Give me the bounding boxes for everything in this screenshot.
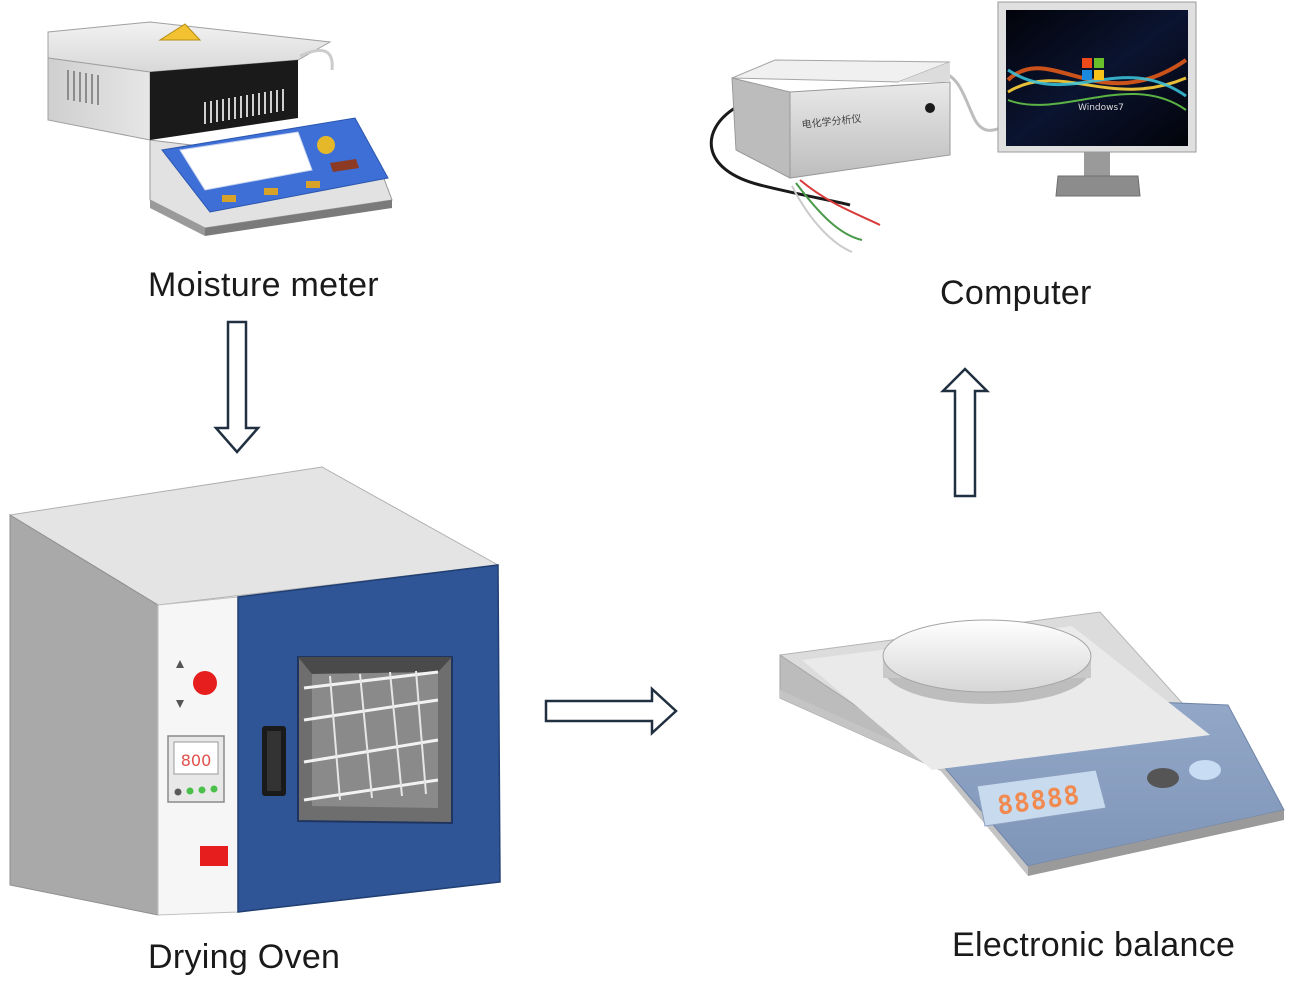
monitor-os-label: Windows7 xyxy=(1078,103,1124,113)
computer-label: Computer xyxy=(940,274,1092,312)
arrow-balance-to-computer xyxy=(939,367,991,498)
drying-oven-device: 800 xyxy=(8,466,501,916)
windows-logo-icon xyxy=(1082,58,1104,80)
moisture-meter-device xyxy=(47,21,393,236)
arrow-oven-to-balance xyxy=(544,686,678,736)
electronic-balance-label: Electronic balance xyxy=(952,926,1236,964)
moisture-meter-label: Moisture meter xyxy=(148,266,379,304)
oven-temperature-display: 800 xyxy=(181,751,212,770)
computer-setup: 电化学分析仪 Windows7 xyxy=(709,1,1197,253)
electronic-balance-device: 88888 xyxy=(779,611,1285,876)
arrow-moisture-to-oven xyxy=(213,320,261,454)
drying-oven-label: Drying Oven xyxy=(148,938,341,976)
